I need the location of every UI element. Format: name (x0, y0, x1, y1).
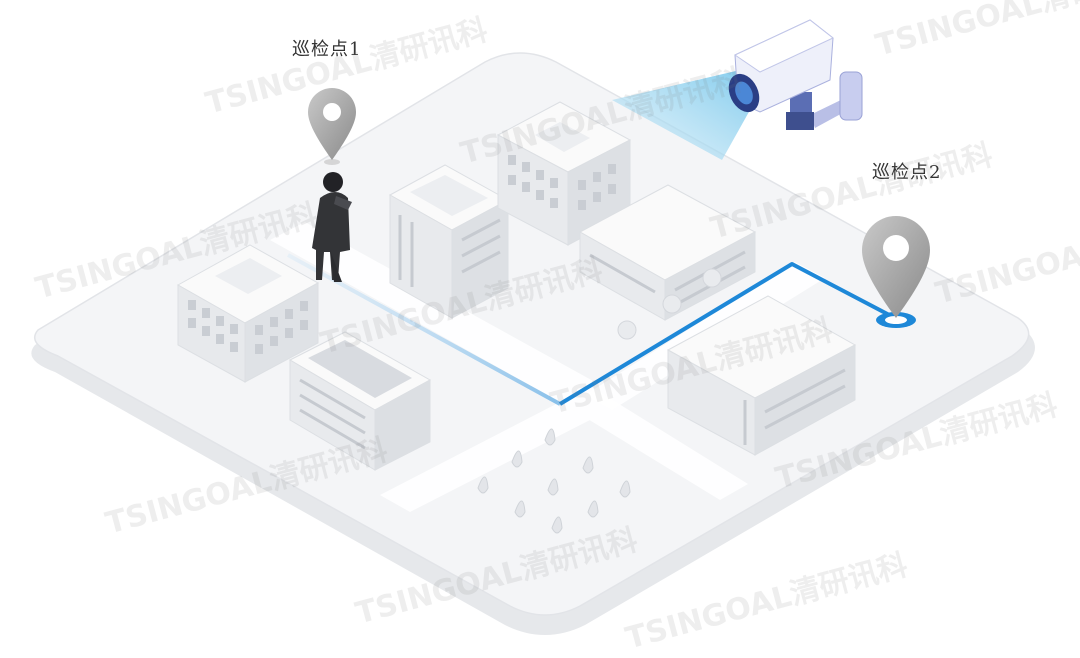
checkpoint-1-label: 巡检点1 (292, 39, 362, 60)
building-left (176, 244, 320, 383)
smart-park-inspection-diagram (31, 19, 1035, 635)
building-right-front (666, 295, 857, 456)
checkpoint-2-label: 巡检点2 (872, 162, 942, 183)
location-pin-icon (862, 216, 930, 328)
location-pin-icon (308, 88, 356, 165)
building-front-left (288, 331, 432, 471)
shrubs (617, 268, 722, 340)
tree-icon (477, 428, 631, 534)
building-center-tall (388, 164, 510, 319)
park-trees (477, 428, 631, 534)
person-icon (312, 172, 352, 282)
security-camera-icon (728, 19, 863, 130)
camera-beam (612, 70, 750, 160)
